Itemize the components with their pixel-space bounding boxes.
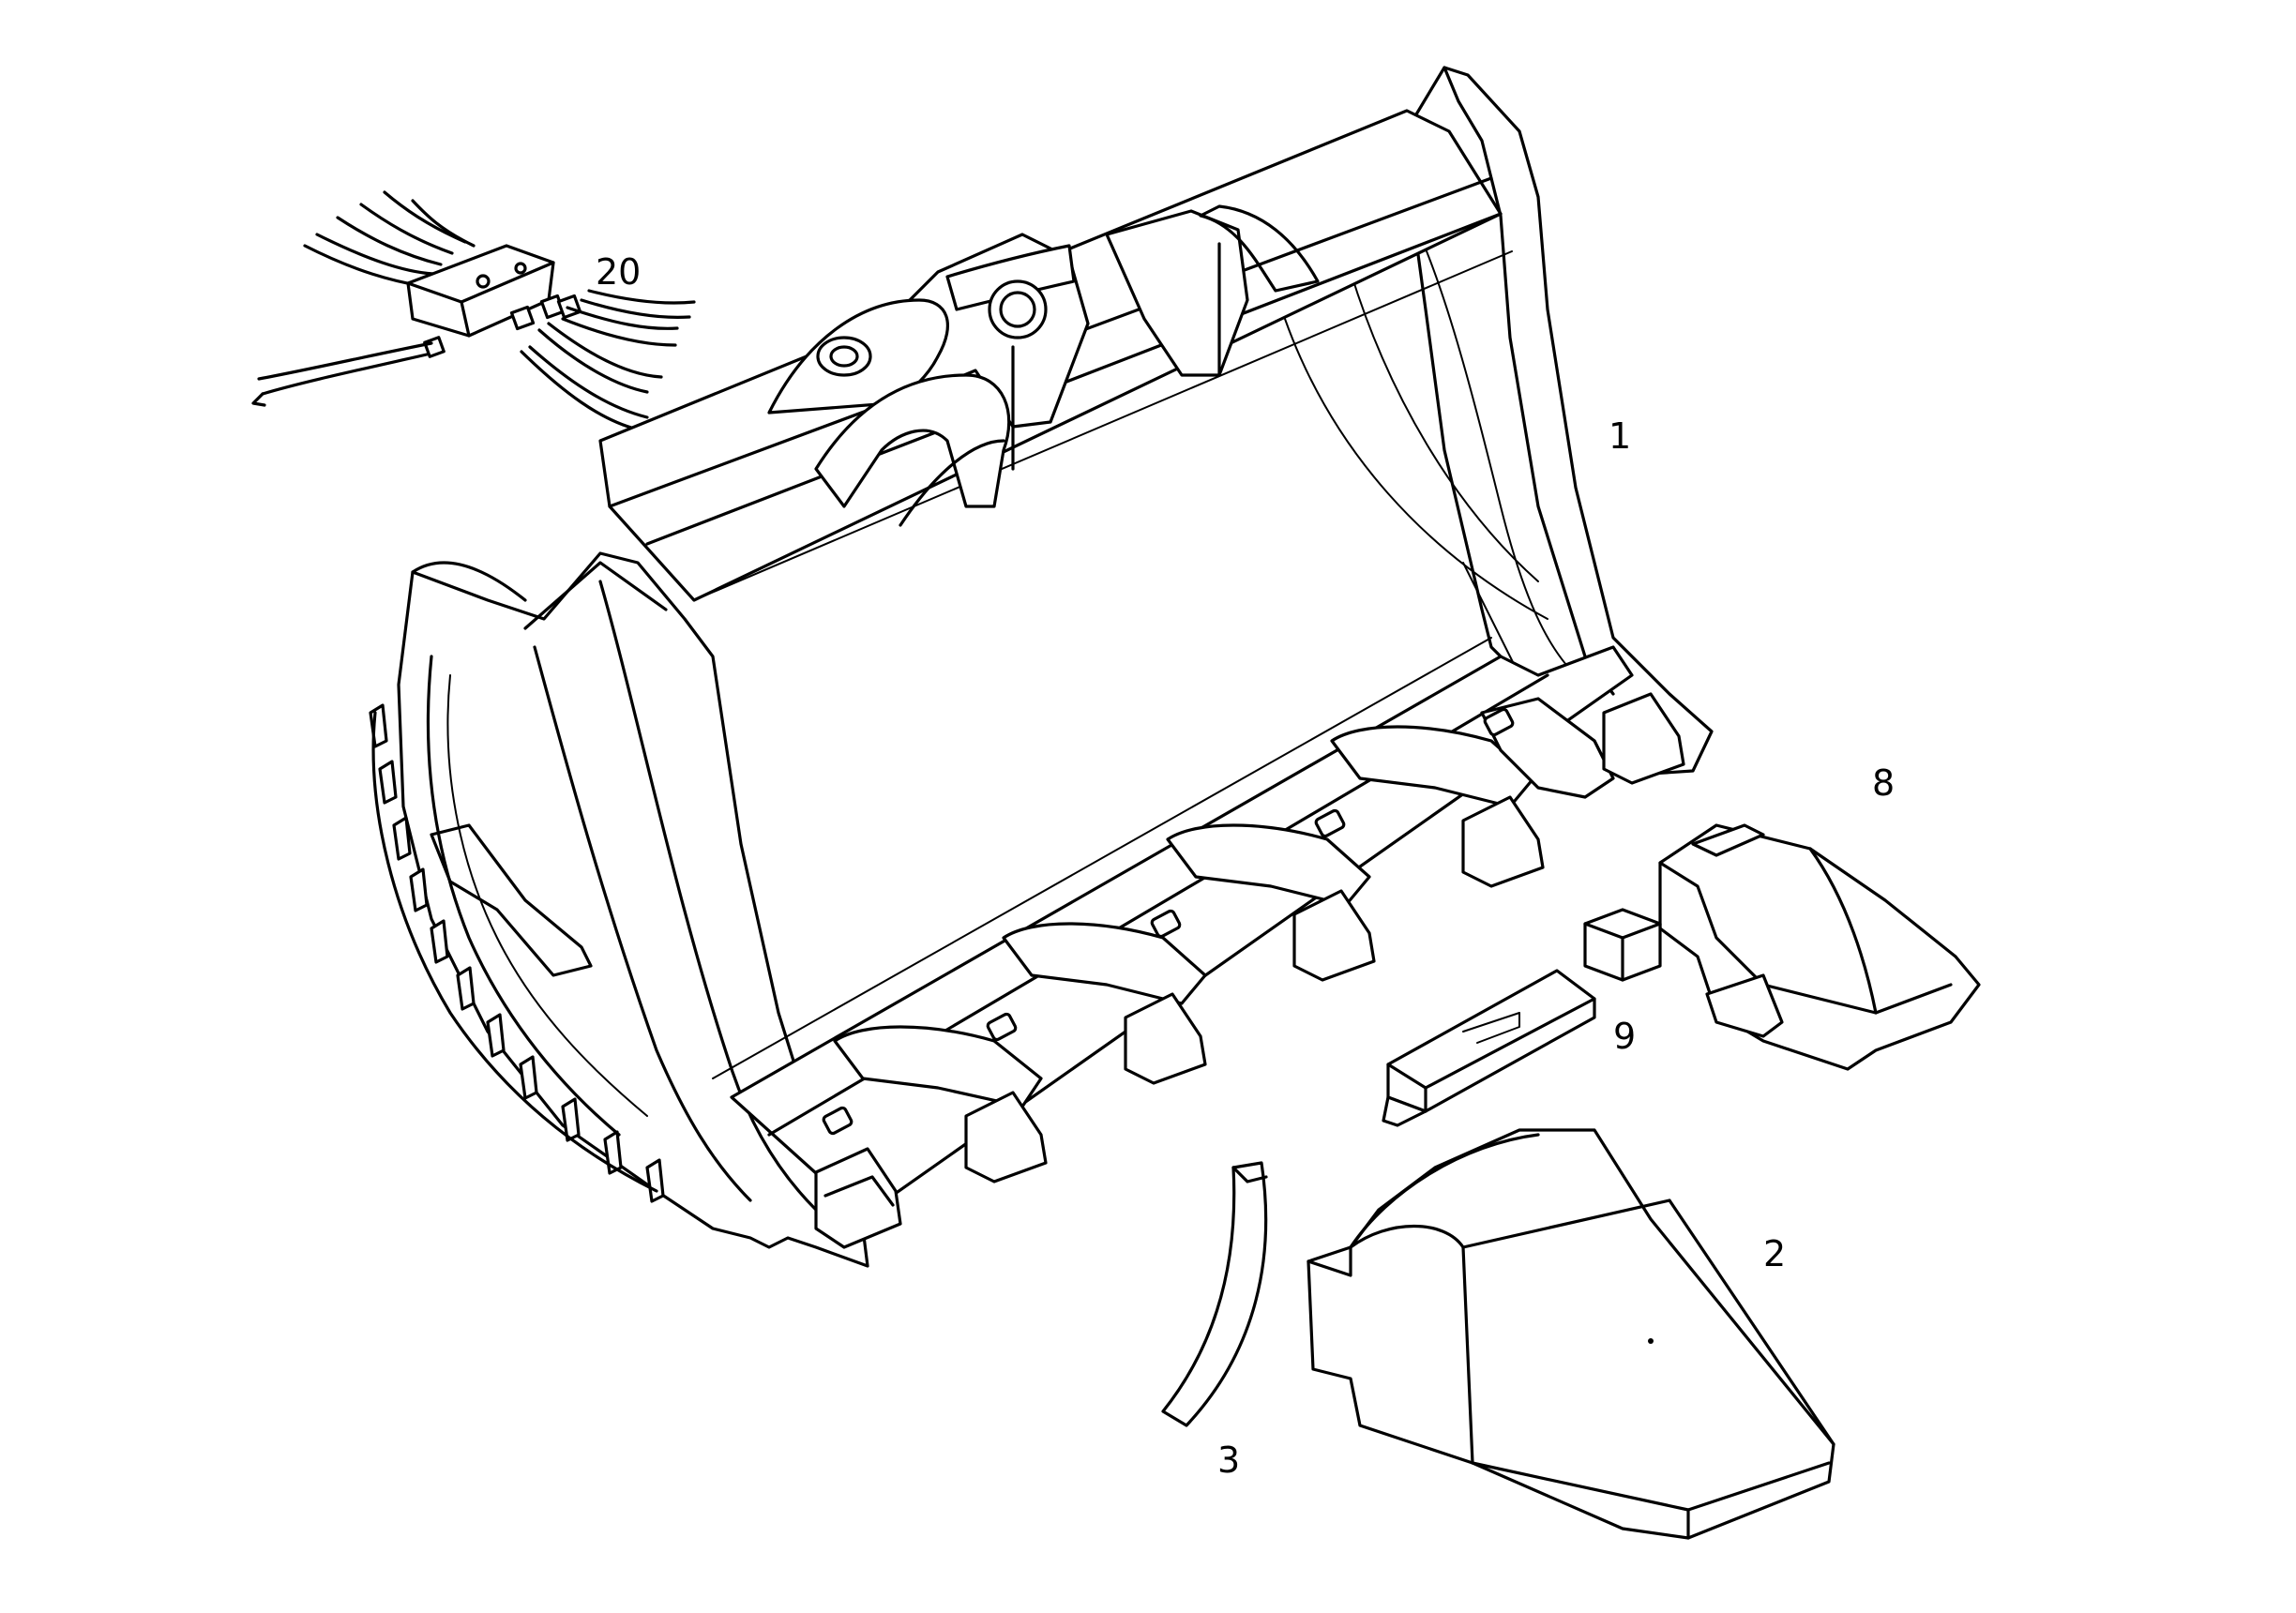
retainer-part xyxy=(1382,969,1596,1127)
tooth-row xyxy=(814,692,1685,1249)
wear-segment-part xyxy=(1161,1161,1268,1427)
callout-8: 8 xyxy=(1872,762,1895,804)
grease-distribution-block xyxy=(251,190,696,431)
loader-bucket xyxy=(369,66,1714,1268)
callout-20: 20 xyxy=(596,251,641,293)
tooth-adapter-part xyxy=(1583,823,1981,1071)
callout-3: 3 xyxy=(1217,1440,1240,1481)
callout-9: 9 xyxy=(1613,1016,1636,1057)
callout-1: 1 xyxy=(1609,415,1631,457)
tooth-tip-part xyxy=(1307,1128,1835,1540)
callout-2: 2 xyxy=(1763,1233,1786,1274)
